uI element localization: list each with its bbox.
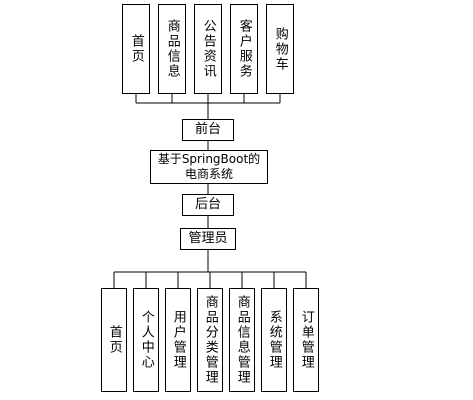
node-homepage-front: 首页 bbox=[122, 4, 150, 94]
node-order-management: 订单管理 bbox=[293, 288, 319, 392]
node-admin: 管理员 bbox=[180, 228, 236, 250]
node-user-management: 用户管理 bbox=[165, 288, 191, 392]
node-system: 基于SpringBoot的 电商系统 bbox=[150, 150, 268, 184]
node-label: 前台 bbox=[194, 122, 221, 138]
node-label: 后台 bbox=[194, 197, 221, 213]
node-label: 商品信息 bbox=[164, 19, 180, 79]
node-label: 管理员 bbox=[188, 231, 228, 247]
node-label: 公告资讯 bbox=[200, 19, 216, 79]
node-shopping-cart: 购物车 bbox=[266, 4, 294, 94]
node-personal-center: 个人中心 bbox=[133, 288, 159, 392]
node-label: 首页 bbox=[128, 34, 144, 64]
node-category-management: 商品分类管理 bbox=[197, 288, 223, 392]
node-product-management: 商品信息管理 bbox=[229, 288, 255, 392]
node-backend: 后台 bbox=[182, 194, 234, 216]
node-label: 购物车 bbox=[272, 26, 288, 72]
node-label: 用户管理 bbox=[170, 310, 186, 370]
node-frontend: 前台 bbox=[182, 119, 234, 141]
node-label: 商品分类管理 bbox=[202, 295, 218, 385]
system-title-line1: 基于SpringBoot的 bbox=[157, 152, 261, 166]
system-title-line2: 电商系统 bbox=[184, 167, 233, 181]
node-label: 客户服务 bbox=[236, 19, 252, 79]
node-homepage-back: 首页 bbox=[101, 288, 127, 392]
node-label: 订单管理 bbox=[298, 310, 314, 370]
node-product-info-front: 商品信息 bbox=[158, 4, 186, 94]
node-label: 个人中心 bbox=[138, 310, 154, 370]
node-label: 系统管理 bbox=[266, 310, 282, 370]
node-label: 商品信息管理 bbox=[234, 295, 250, 385]
node-label: 首页 bbox=[106, 325, 122, 355]
node-customer-service: 客户服务 bbox=[230, 4, 258, 94]
node-announcements: 公告资讯 bbox=[194, 4, 222, 94]
node-system-management: 系统管理 bbox=[261, 288, 287, 392]
